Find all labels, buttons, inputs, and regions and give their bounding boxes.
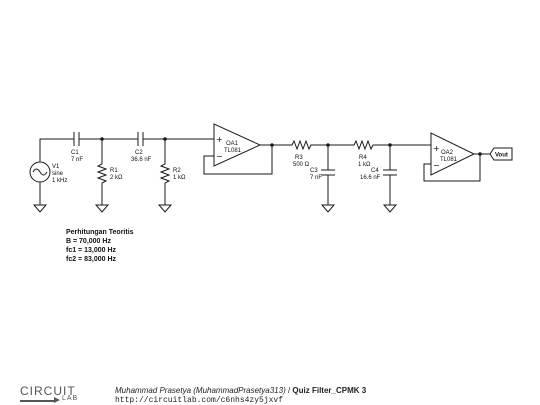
ground-icon	[157, 204, 173, 213]
logo-bottom: LAB	[20, 395, 92, 404]
ground-icon	[32, 204, 48, 213]
oa2-minus-sign: −	[433, 161, 440, 170]
title-separator: /	[285, 386, 293, 395]
r4-value: 1 kΩ	[358, 162, 371, 168]
r4-name: R4	[359, 155, 367, 161]
logo-arrow-icon	[54, 397, 60, 403]
footer: CIRCUIT LAB Muhammad Prasetya (MuhammadP…	[0, 384, 540, 405]
opamp-oa2[interactable]: + − OA2 TL081	[430, 132, 476, 176]
logo-bottom-text: LAB	[62, 395, 79, 402]
resistor-r3[interactable]: R3 500 Ω	[290, 139, 312, 168]
v1-frequency: 1 kHz	[52, 178, 67, 184]
r2-name: R2	[173, 168, 181, 174]
c2-value: 36.6 nF	[131, 157, 152, 163]
capacitor-c2[interactable]: C2 36.6 nF	[131, 132, 152, 163]
c1-value: 7 nF	[71, 157, 83, 163]
c4-name: C4	[371, 168, 379, 174]
oa1-name: OA1	[226, 141, 239, 147]
wire-network	[39, 138, 490, 205]
c3-value: 7 nF	[310, 175, 322, 181]
capacitor-c1[interactable]: C1 7 nF	[71, 132, 83, 163]
capacitor-c3[interactable]: C3 7 nF	[310, 168, 335, 181]
author-name[interactable]: Muhammad Prasetya (MuhammadPrasetya313)	[115, 386, 286, 395]
r3-name: R3	[295, 155, 303, 161]
oa1-plus-sign: +	[216, 135, 223, 144]
ground-icon	[94, 204, 110, 213]
v1-name: V1	[52, 164, 60, 170]
resistor-r4[interactable]: R4 1 kΩ	[352, 139, 374, 168]
circuit-url[interactable]: http://circuitlab.com/c6nhs4zy5jxvf	[115, 396, 284, 405]
notes-heading: Perhitungan Teoritis	[66, 229, 134, 236]
resistor-r2[interactable]: R2 1 kΩ	[159, 162, 186, 187]
c3-name: C3	[310, 168, 318, 174]
vout-label[interactable]: Vout	[489, 147, 513, 161]
oa1-minus-sign: −	[216, 152, 223, 161]
oa2-name: OA2	[441, 150, 454, 156]
ground-icon	[382, 204, 398, 213]
v1-type: sine	[52, 171, 64, 177]
c2-name: C2	[135, 150, 143, 156]
opamp-oa1[interactable]: + − OA1 TL081	[213, 123, 262, 167]
capacitor-c4[interactable]: C4 16.6 nF	[360, 168, 397, 181]
voltage-source-v1[interactable]: V1 sine 1 kHz	[29, 161, 67, 184]
c1-name: C1	[71, 150, 79, 156]
resistor-r1[interactable]: R1 2 kΩ	[96, 162, 123, 187]
circuitlab-logo[interactable]: CIRCUIT LAB	[20, 384, 92, 405]
junction-dots	[100, 137, 482, 156]
notes-fc2: fc2 = 83,000 Hz	[66, 256, 117, 263]
r1-value: 2 kΩ	[110, 175, 123, 181]
calculation-notes: Perhitungan Teoritis B = 70,000 Hz fc1 =…	[66, 229, 134, 263]
author-line: Muhammad Prasetya (MuhammadPrasetya313) …	[115, 386, 366, 395]
logo-top-text: CIRCUIT	[20, 384, 76, 398]
r3-value: 500 Ω	[293, 162, 310, 168]
vout-text: Vout	[495, 153, 508, 159]
notes-fc1: fc1 = 13,000 Hz	[66, 247, 117, 254]
circuit-title[interactable]: Quiz Filter_CPMK 3	[292, 386, 367, 395]
ground-symbols	[32, 204, 398, 213]
r1-name: R1	[110, 168, 118, 174]
oa1-part: TL081	[224, 148, 242, 154]
oa2-plus-sign: +	[433, 144, 440, 153]
notes-bandwidth: B = 70,000 Hz	[66, 238, 111, 245]
oa2-part: TL081	[440, 157, 458, 163]
c4-value: 16.6 nF	[360, 175, 381, 181]
logo-bar	[20, 400, 54, 402]
ground-icon	[320, 204, 336, 213]
r2-value: 1 kΩ	[173, 175, 186, 181]
